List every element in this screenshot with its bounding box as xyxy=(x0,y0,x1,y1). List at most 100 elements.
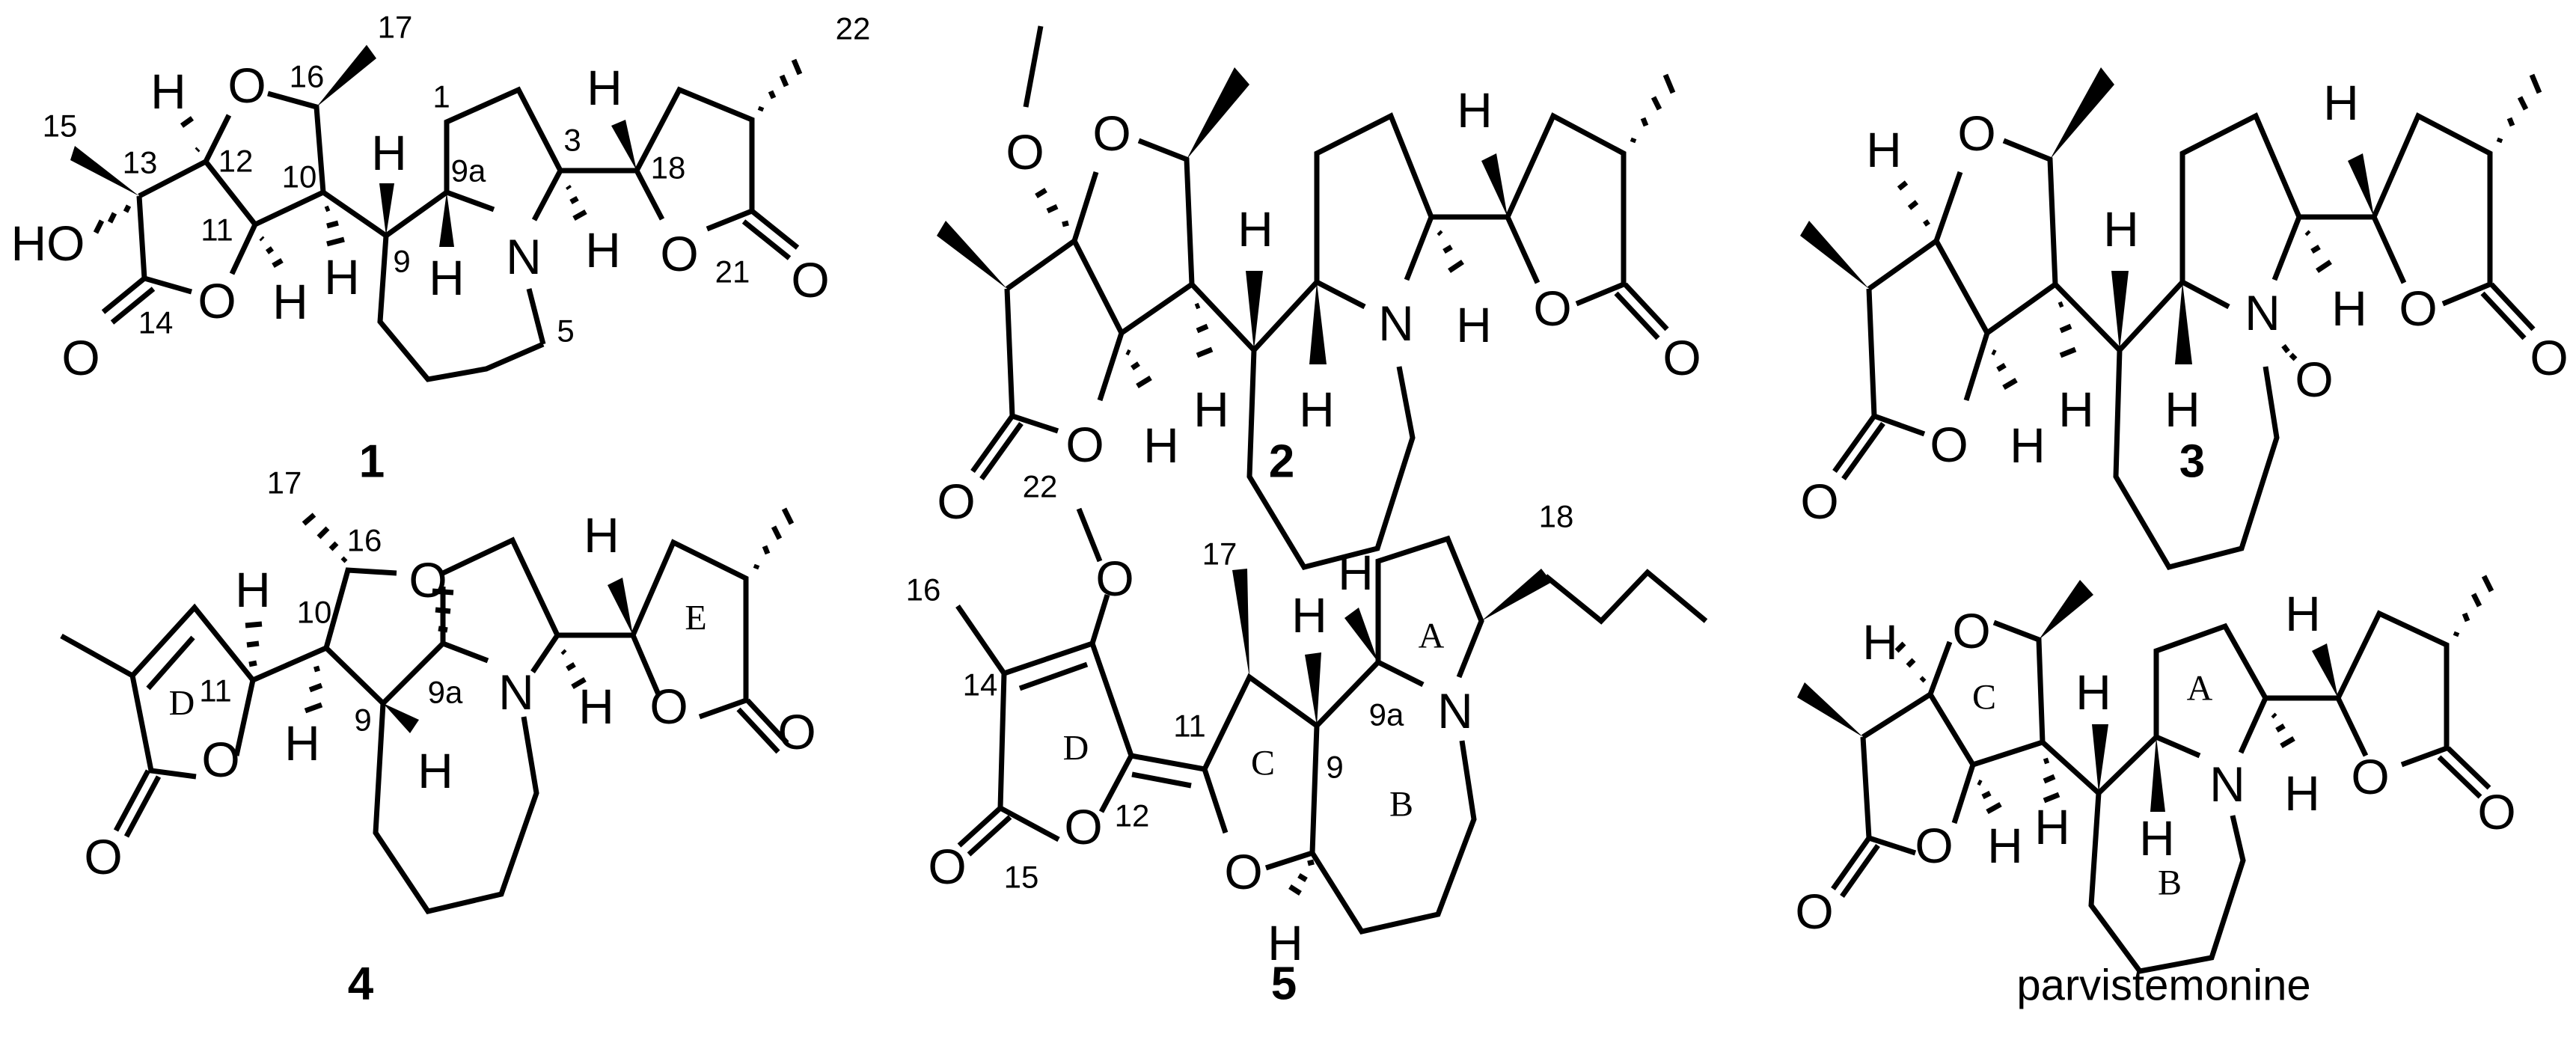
atom-number: 12 xyxy=(218,144,254,179)
oxygen-atom: O xyxy=(791,252,829,308)
nitrogen-atom: N xyxy=(506,229,542,284)
compound-label: 4 xyxy=(348,958,374,1010)
oxygen-atom: O xyxy=(1065,417,1104,472)
hydrogen-atom: H xyxy=(1338,545,1374,600)
atom-number: 16 xyxy=(290,59,325,94)
compound-label: 1 xyxy=(359,436,385,488)
ring-label: A xyxy=(2187,669,2213,709)
hydrogen-atom: H xyxy=(1866,122,1902,177)
hydrogen-atom: H xyxy=(1299,382,1335,437)
atom-number: 17 xyxy=(1202,536,1237,572)
atom-number: 9a xyxy=(428,675,463,710)
hydrogen-atom: H xyxy=(1291,587,1327,643)
hydrogen-atom: H xyxy=(587,60,622,115)
methoxy-oxygen: O xyxy=(1095,551,1133,606)
hydrogen-atom: H xyxy=(324,249,360,305)
hydrogen-atom: H xyxy=(585,222,621,278)
oxygen-atom: O xyxy=(1795,884,1833,939)
hydrogen-atom: H xyxy=(429,250,465,305)
atom-number: 13 xyxy=(123,145,158,180)
atom-number: 11 xyxy=(201,212,233,248)
hydrogen-atom: H xyxy=(2034,799,2070,854)
hydrogen-atom: H xyxy=(1987,818,2023,873)
oxygen-atom: O xyxy=(2477,784,2515,839)
oxygen-atom: O xyxy=(1224,844,1262,899)
ring-label: B xyxy=(2158,863,2182,903)
oxygen-atom: O xyxy=(2351,749,2389,804)
atom-number: 3 xyxy=(563,123,581,158)
oxygen-atom: O xyxy=(937,474,975,529)
hydrogen-atom: H xyxy=(2285,586,2321,641)
hydrogen-atom: H xyxy=(371,125,407,180)
compound-3-structure: O H O O H H H H N O H H O O 3 xyxy=(1800,67,2569,571)
hydrogen-atom: H xyxy=(1267,915,1303,970)
atom-number: 10 xyxy=(297,595,332,630)
atom-number: 12 xyxy=(1115,798,1150,833)
ring-label: C xyxy=(1972,678,1996,718)
ring-label: D xyxy=(1063,729,1089,768)
atom-number: 11 xyxy=(199,673,232,709)
ring-label: B xyxy=(1389,785,1413,825)
methoxy-oxygen: O xyxy=(1006,124,1044,180)
hydrogen-atom: H xyxy=(578,679,614,734)
compound-label: parvistemonine xyxy=(2016,961,2310,1010)
compound-label: 2 xyxy=(1269,436,1294,488)
hydrogen-atom: H xyxy=(272,274,308,329)
atom-number: 14 xyxy=(963,667,998,703)
atom-number: 15 xyxy=(43,108,78,144)
nitrogen-atom: N xyxy=(498,664,534,720)
atom-number: 15 xyxy=(1004,860,1039,895)
atom-number: 9a xyxy=(1369,697,1404,732)
compound-label: 5 xyxy=(1271,958,1297,1010)
atom-number: 18 xyxy=(1539,499,1574,534)
oxygen-atom: O xyxy=(84,829,122,884)
hydrogen-atom: H xyxy=(1457,82,1493,138)
atom-number: 21 xyxy=(715,254,750,290)
hydrogen-atom: H xyxy=(1456,297,1492,352)
oxygen-atom: O xyxy=(1952,603,1990,658)
oxygen-atom: O xyxy=(1930,417,1968,472)
compound-1-structure: O H HO O O H H H H N H H O O 15 13 12 16… xyxy=(11,10,871,488)
atom-number: 18 xyxy=(651,150,686,186)
ring-label: A xyxy=(1419,617,1445,656)
atom-number: 1 xyxy=(432,79,450,114)
atom-number: 22 xyxy=(836,11,871,46)
oxygen-atom: O xyxy=(409,552,447,608)
compound-5-structure: O O O O H H H N 22 16 14 17 11 12 15 9 9… xyxy=(906,469,1708,1010)
parvistemonine-structure: O H O O H H H H N H H O O C A B parviste… xyxy=(1795,575,2516,1010)
oxygen-atom: O xyxy=(1957,105,1995,161)
hydrogen-atom: H xyxy=(2103,201,2139,257)
atom-number: 5 xyxy=(557,313,574,349)
oxygen-atom: O xyxy=(1092,105,1131,161)
atom-number: 16 xyxy=(906,572,941,608)
compound-2-structure: O O O O H H H H N H H O O 2 xyxy=(937,25,1701,571)
oxygen-atom: O xyxy=(1662,330,1701,385)
atom-number: 14 xyxy=(138,305,174,340)
oxygen-atom: O xyxy=(227,58,266,113)
oxygen-atom: O xyxy=(660,226,698,281)
oxygen-atom: O xyxy=(2399,281,2437,336)
hydrogen-atom: H xyxy=(284,715,320,771)
hydrogen-atom: H xyxy=(2331,281,2367,336)
nitrogen-atom: N xyxy=(2209,756,2245,812)
oxygen-atom: O xyxy=(1533,281,1571,336)
compound-label: 3 xyxy=(2179,436,2205,488)
hydrogen-atom: H xyxy=(2010,417,2046,473)
atom-number: 9a xyxy=(451,153,486,189)
atom-number: 11 xyxy=(1173,709,1206,744)
hydrogen-atom: H xyxy=(1193,382,1229,437)
oxygen-atom: O xyxy=(1915,818,1953,873)
hydrogen-atom: H xyxy=(1862,614,1898,670)
oxygen-atom: O xyxy=(649,679,688,734)
oxygen-atom: O xyxy=(777,704,816,759)
atom-number: 9 xyxy=(1326,750,1343,785)
hydrogen-atom: H xyxy=(150,64,186,119)
atom-number: 10 xyxy=(282,159,317,195)
oxygen-atom: O xyxy=(928,839,966,894)
nitrogen-atom: N xyxy=(1437,683,1473,738)
atom-number: 17 xyxy=(378,10,413,45)
hydrogen-atom: H xyxy=(1143,417,1179,473)
ring-label: D xyxy=(169,684,195,724)
hydrogen-atom: H xyxy=(2323,75,2359,130)
n-oxide-oxygen: O xyxy=(2295,352,2333,407)
